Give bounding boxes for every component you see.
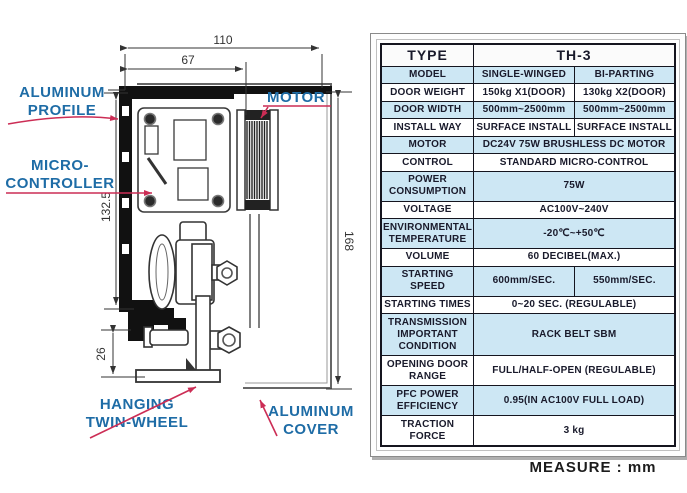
row-value: 0~20 SEC. (REGULABLE) bbox=[473, 295, 676, 315]
aluminum-profile-label-line1: ALUMINUM bbox=[19, 84, 105, 101]
micro-controller-label-line1: MICRO- bbox=[31, 157, 89, 174]
dim-26-value: 26 bbox=[94, 347, 108, 361]
row-label: MOTOR bbox=[380, 135, 475, 155]
motor-fins bbox=[246, 121, 268, 199]
row-value: RACK BELT SBM bbox=[473, 313, 676, 357]
row-label: TRANSMISSION IMPORTANT CONDITION bbox=[380, 313, 475, 357]
controller-box bbox=[137, 107, 231, 213]
motor-label: MOTOR bbox=[267, 89, 325, 106]
measure-unit-note: MEASURE : mm bbox=[529, 459, 657, 476]
leader-line bbox=[260, 106, 269, 119]
row-label: TRACTION FORCE bbox=[380, 415, 475, 447]
row-value: STANDARD MICRO-CONTROL bbox=[473, 153, 676, 172]
dimension-168: 168 bbox=[326, 90, 356, 390]
leader-line bbox=[259, 399, 278, 437]
screw-icon bbox=[211, 112, 225, 126]
row-value-1: SURFACE INSTALL bbox=[473, 118, 575, 137]
row-label: POWER CONSUMPTION bbox=[380, 170, 475, 202]
aluminum-cover-label-line1: ALUMINUM bbox=[268, 403, 354, 420]
row-value-1: SINGLE-WINGED bbox=[473, 65, 575, 85]
row-label: DOOR WEIGHT bbox=[380, 83, 475, 102]
row-value-1: 500mm~2500mm bbox=[473, 100, 575, 120]
row-label: STARTING TIMES bbox=[380, 295, 475, 315]
row-value-2: 550mm/SEC. bbox=[573, 265, 676, 297]
dim-168-value: 168 bbox=[342, 231, 356, 251]
hanger-bar bbox=[195, 295, 211, 375]
row-value-2: SURFACE INSTALL bbox=[573, 118, 676, 137]
door-operator-cross-section-diagram: 110 67 132.5 168 26 ALUMINUM PROFILE MOT… bbox=[5, 33, 356, 439]
row-value-1: 150kg X1(DOOR) bbox=[473, 83, 575, 102]
hanging-twin-wheel-assembly bbox=[135, 221, 241, 383]
row-value: -20℃~+50℃ bbox=[473, 218, 676, 250]
dimension-67: 67 bbox=[120, 53, 247, 115]
row-label: CONTROL bbox=[380, 153, 475, 172]
table-row-environmental-temperature: ENVIRONMENTAL TEMPERATURE-20℃~+50℃ bbox=[380, 218, 676, 250]
callout-hanging-twin-wheel: HANGING TWIN-WHEEL bbox=[86, 386, 197, 439]
row-label: DOOR WIDTH bbox=[380, 100, 475, 120]
row-label: VOLTAGE bbox=[380, 200, 475, 220]
dimension-26: 26 bbox=[94, 325, 145, 378]
callout-micro-controller: MICRO- CONTROLLER bbox=[5, 157, 152, 196]
row-value-2: 500mm~2500mm bbox=[573, 100, 676, 120]
row-value: 60 DECIBEL(MAX.) bbox=[473, 248, 676, 267]
dimension-110: 110 bbox=[120, 33, 323, 90]
row-label: INSTALL WAY bbox=[380, 118, 475, 137]
aluminum-profile-label-line2: PROFILE bbox=[28, 102, 97, 119]
door-clamp-plate bbox=[135, 369, 221, 383]
dim-132-5-value: 132.5 bbox=[99, 192, 113, 222]
row-value-2: 130kg X2(DOOR) bbox=[573, 83, 676, 102]
dimension-132-5: 132.5 bbox=[99, 92, 134, 310]
aluminum-cover-label-line2: COVER bbox=[283, 421, 339, 438]
motor-assembly bbox=[236, 109, 279, 328]
row-label: VOLUME bbox=[380, 248, 475, 267]
row-value: 0.95(IN AC100V FULL LOAD) bbox=[473, 385, 676, 417]
dim-110-value: 110 bbox=[213, 33, 232, 47]
row-label: PFC POWER EFFICIENCY bbox=[380, 385, 475, 417]
hanging-twin-wheel-label-line1: HANGING bbox=[100, 396, 174, 413]
leader-line bbox=[7, 115, 119, 125]
table-header-row: TYPE TH-3 bbox=[380, 43, 676, 67]
row-label: MODEL bbox=[380, 65, 475, 85]
dim-67-value: 67 bbox=[181, 53, 195, 67]
leader-line bbox=[89, 386, 197, 439]
header-model-th3: TH-3 bbox=[473, 43, 676, 67]
row-label: STARTING SPEED bbox=[380, 265, 475, 297]
hanging-twin-wheel-label-line2: TWIN-WHEEL bbox=[86, 414, 188, 431]
row-value: DC24V 75W BRUSHLESS DC MOTOR bbox=[473, 135, 676, 155]
row-value: 75W bbox=[473, 170, 676, 202]
row-label: OPENING DOOR RANGE bbox=[380, 355, 475, 387]
screw-icon bbox=[211, 194, 225, 208]
row-label: ENVIRONMENTAL TEMPERATURE bbox=[380, 218, 475, 250]
row-value: FULL/HALF-OPEN (REGULABLE) bbox=[473, 355, 676, 387]
header-type: TYPE bbox=[380, 43, 475, 67]
row-value: 3 kg bbox=[473, 415, 676, 447]
callout-aluminum-cover: ALUMINUM COVER bbox=[259, 399, 354, 438]
screw-icon bbox=[143, 112, 157, 126]
row-value-1: 600mm/SEC. bbox=[473, 265, 575, 297]
row-value-2: BI-PARTING bbox=[573, 65, 676, 85]
row-value: AC100V~240V bbox=[473, 200, 676, 220]
callout-aluminum-profile: ALUMINUM PROFILE bbox=[7, 84, 125, 125]
screw-icon bbox=[143, 194, 157, 208]
callout-motor: MOTOR bbox=[260, 89, 331, 119]
micro-controller-label-line2: CONTROLLER bbox=[5, 175, 114, 192]
